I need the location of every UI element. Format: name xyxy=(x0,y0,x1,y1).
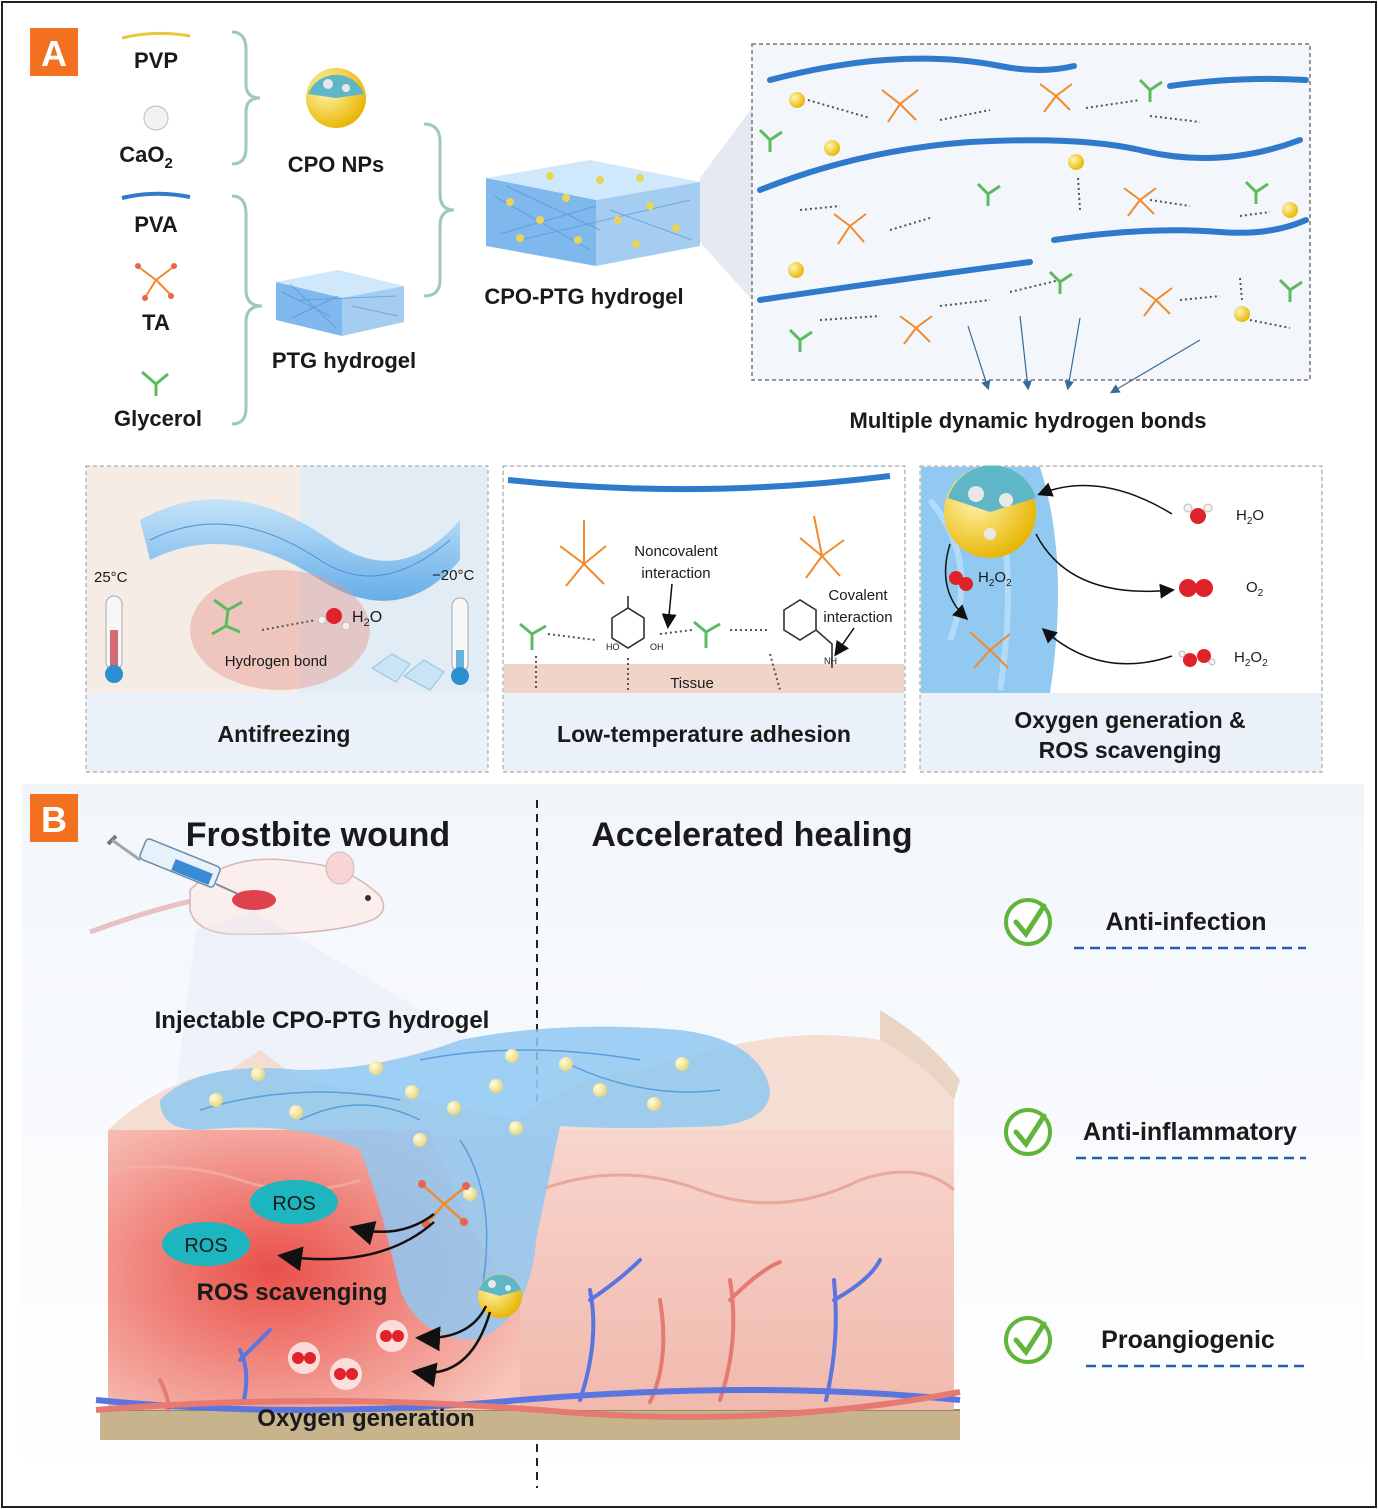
oh-label: OH xyxy=(650,642,664,652)
cpo-ptg-hydrogel-icon xyxy=(486,160,700,266)
water-molecule-icon xyxy=(317,608,351,631)
covalent-label-2: interaction xyxy=(823,609,892,626)
mouse-icon xyxy=(89,851,385,935)
catechol-ring-left xyxy=(611,596,645,649)
ptg-hydrogel-icon xyxy=(276,270,404,336)
panel-b: B Frostbite wound Accelerated healing In… xyxy=(22,784,1364,1490)
network-caption: Multiple dynamic hydrogen bonds xyxy=(850,408,1207,433)
pvp-icon xyxy=(121,31,191,40)
hydrogen-bond-network xyxy=(751,43,1311,394)
pvp-label: PVP xyxy=(134,48,178,73)
brace-cpo-ptg xyxy=(423,122,455,298)
panel-a-label: A xyxy=(41,33,67,74)
ros-label-1: ROS xyxy=(272,1193,315,1215)
thermometer-warm-icon xyxy=(105,595,123,683)
oxygen-generation-label: Oxygen generation xyxy=(257,1405,474,1432)
cpo-ptg-hydrogel-label: CPO-PTG hydrogel xyxy=(484,284,683,309)
cpo-nps-label: CPO NPs xyxy=(288,152,385,177)
h2o2-right-label: H2O2 xyxy=(1234,649,1268,669)
panel-b-label-box xyxy=(30,794,78,842)
benefit-proangiogenic: Proangiogenic xyxy=(1004,1316,1306,1368)
cpo-np-large-icon xyxy=(944,465,1036,558)
ta-icon xyxy=(135,263,177,301)
injectable-label: Injectable CPO-PTG hydrogel xyxy=(155,1007,490,1034)
h2o2-left-label: H2O2 xyxy=(978,569,1012,589)
h2o2-left-icon xyxy=(949,571,973,591)
tissue-label: Tissue xyxy=(670,675,714,692)
cao2-icon xyxy=(143,105,169,131)
thermometer-cold-icon xyxy=(451,597,469,685)
antifreezing-title: Antifreezing xyxy=(218,721,351,747)
brace-cpo xyxy=(231,30,261,166)
ho-label: HO xyxy=(606,642,620,652)
temp-warm-label: 25°C xyxy=(94,569,128,586)
hydrogen-bond-label: Hydrogen bond xyxy=(225,653,328,670)
frostbite-wound-title: Frostbite wound xyxy=(186,816,450,854)
benefit-anti-infection: Anti-infection xyxy=(1004,898,1306,950)
pva-icon xyxy=(121,191,191,200)
noncovalent-label-2: interaction xyxy=(641,565,710,582)
cao2-label: CaO2 xyxy=(119,142,173,172)
covalent-label: Covalent xyxy=(828,587,888,604)
hbond-dash xyxy=(261,619,317,631)
pva-label: PVA xyxy=(134,212,178,237)
benefit-anti-inflammatory: Anti-inflammatory xyxy=(1004,1108,1306,1160)
water-label: H2O xyxy=(352,609,382,629)
panel-b-label: B xyxy=(41,799,67,840)
h2o2-right-icon xyxy=(1178,649,1216,667)
glycerol-icon xyxy=(141,370,169,396)
benefit-label-3: Proangiogenic xyxy=(1101,1326,1275,1354)
h2o-right-label: H2O xyxy=(1236,507,1264,527)
ptg-hydrogel-label: PTG hydrogel xyxy=(272,348,416,373)
glycerol-molecule-icon xyxy=(211,598,243,636)
catechol-ring-right xyxy=(783,599,833,668)
benefit-label-1: Anti-infection xyxy=(1105,908,1266,936)
zoom-cone xyxy=(700,108,752,300)
o2-molecule-icon xyxy=(1179,579,1213,597)
o2-label: O2 xyxy=(1246,579,1264,599)
oxygen-box: H2O2 H2O O2 H2O2 xyxy=(919,465,1323,773)
adhesion-title: Low-temperature adhesion xyxy=(557,721,851,747)
panel-a: A PVP CaO2 PVA TA Glycerol CPO NPs xyxy=(30,28,1323,773)
benefit-label-2: Anti-inflammatory xyxy=(1083,1118,1297,1146)
water-molecule-right-icon xyxy=(1183,503,1213,524)
cpo-np-b-icon xyxy=(478,1274,522,1318)
nh-label: NH xyxy=(824,656,837,666)
ros-label-2: ROS xyxy=(184,1235,227,1257)
glycerol-label: Glycerol xyxy=(114,406,202,431)
cpo-np-icon xyxy=(306,68,366,128)
ros-blob-1 xyxy=(250,1180,338,1224)
adhesion-box: HO OH NH Noncovalent interaction Covalen… xyxy=(502,465,906,773)
ros-scavenging-label: ROS scavenging xyxy=(197,1279,388,1306)
oxygen-title-line2: ROS scavenging xyxy=(1039,737,1222,763)
temp-cold-label: −20°C xyxy=(432,567,474,584)
ice-crystals-icon xyxy=(371,653,445,691)
brace-ptg xyxy=(231,194,263,426)
ta-molecule-icon xyxy=(969,631,1011,669)
accelerated-healing-title: Accelerated healing xyxy=(591,816,912,854)
syringe-icon xyxy=(106,834,239,895)
ta-label: TA xyxy=(142,310,170,335)
noncovalent-label: Noncovalent xyxy=(634,543,718,560)
ros-blob-2 xyxy=(162,1222,250,1266)
oxygen-title-line1: Oxygen generation & xyxy=(1014,707,1245,733)
panel-a-label-box xyxy=(30,28,78,76)
oxygen-bubbles-icon xyxy=(288,1320,408,1390)
antifreezing-box: 25°C −20°C H2O Hydrogen bond xyxy=(85,465,489,773)
